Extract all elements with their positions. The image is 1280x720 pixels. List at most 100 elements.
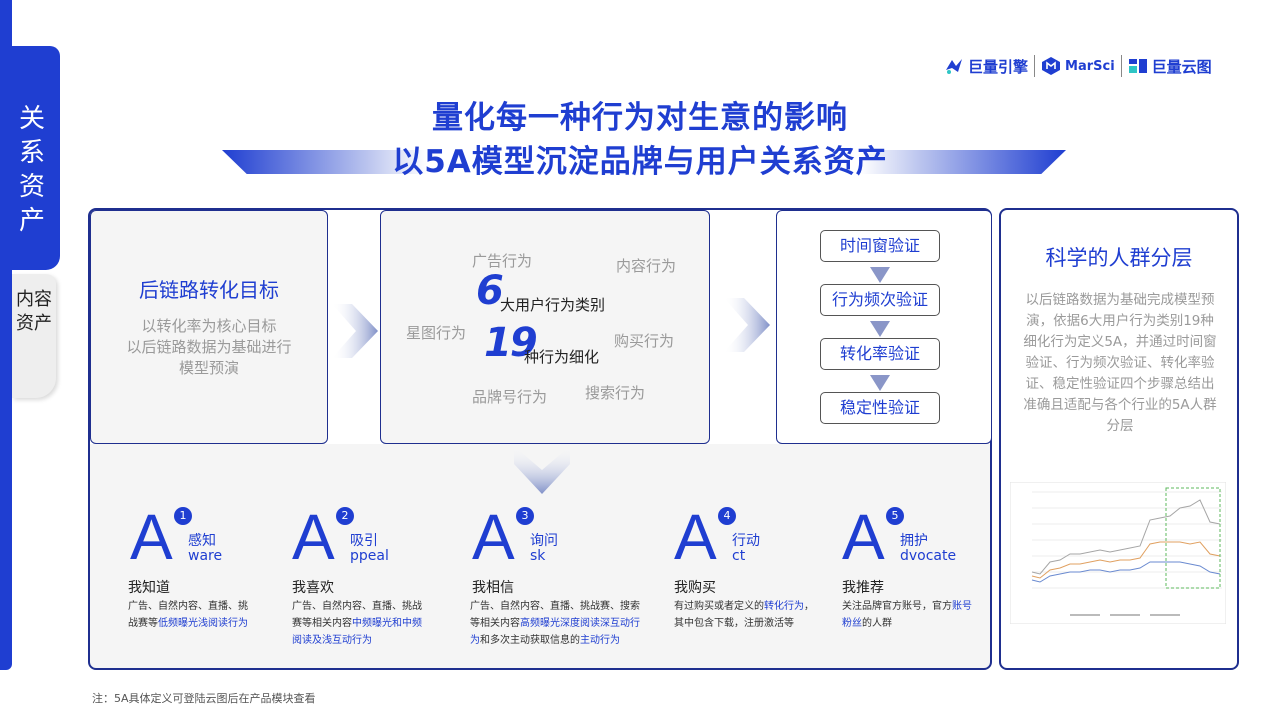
chevron-right-icon (332, 304, 378, 358)
title-decor-left (222, 150, 428, 174)
a-letter: A (472, 501, 515, 573)
a-desc-highlight: 低频曝光浅阅读行为 (158, 618, 248, 629)
a-heading: 我知道 (128, 580, 170, 596)
a-en-label: ppeal (350, 548, 389, 564)
detail-count-number: 19 (484, 320, 538, 366)
brand-logos: 巨量引擎 MarSci 巨量云图 (944, 52, 1212, 80)
target-text-line: 以后链路数据为基础进行 (126, 338, 292, 356)
chevron-right-icon (724, 298, 770, 352)
a-description: 广告、自然内容、直播、挑战 赛等相关内容中频曝光和中频 阅读及浅互动行为 (292, 598, 452, 649)
chevron-down-icon (514, 446, 570, 494)
a-desc-highlight: 中频曝光和中频 (352, 618, 422, 629)
logo-ocean-engine: 巨量引擎 (944, 56, 1028, 77)
a-description: 广告、自然内容、直播、挑战赛、搜索 等相关内容高频曝光深度阅读深互动行 为和多次… (470, 598, 640, 649)
yuntu-logo-icon (1128, 59, 1147, 73)
a-description: 关注品牌官方账号，官方账号 粉丝的人群 (842, 598, 982, 632)
behavior-count-number: 6 (476, 268, 504, 314)
behavior-card (380, 210, 710, 444)
a-number-badge: 1 (174, 507, 192, 525)
page-subtitle: 以5A模型沉淀品牌与用户关系资产 (392, 144, 888, 180)
target-text-line: 模型预演 (178, 359, 239, 377)
science-text: 以后链路数据为基础完成模型预演，依据6大用户行为类别19种细化行为定义5A，并通… (1023, 292, 1217, 434)
target-card (90, 210, 328, 444)
a-number-badge: 4 (718, 507, 736, 525)
a-desc-text: ， (804, 601, 814, 612)
a-desc-line: 其中包含下载，注册激活等 (674, 618, 794, 629)
a-letter: A (130, 501, 173, 573)
a-desc-line: 战赛等低频曝光浅阅读行为 (128, 615, 278, 632)
a-desc-line: 广告、自然内容、直播、挑 (128, 601, 248, 612)
behavior-content: 内容行为 (616, 257, 677, 275)
a-cn-label: 拥护 (900, 533, 928, 549)
a-desc-line: 广告、自然内容、直播、挑战 (292, 601, 422, 612)
logo-yuntu: 巨量云图 (1128, 56, 1212, 77)
a-desc-line: 有过购买或者定义的转化行为， (674, 598, 814, 615)
logo-marsci: MarSci (1041, 56, 1115, 76)
a-description: 广告、自然内容、直播、挑 战赛等低频曝光浅阅读行为 (128, 598, 278, 632)
a-desc-line: 粉丝的人群 (842, 615, 982, 632)
arrow-down-icon (870, 375, 890, 391)
a-desc-text: 战赛等 (128, 618, 158, 629)
a-desc-highlight: 转化行为 (764, 601, 804, 612)
a-heading: 我购买 (674, 580, 716, 596)
a-number-badge: 3 (516, 507, 534, 525)
nav-tab-label: 关系资产 (18, 104, 45, 236)
science-frame (999, 208, 1239, 670)
nav-tab-label: 内容资产 (16, 289, 52, 334)
logo-divider (1034, 55, 1036, 77)
step-conversion: 转化率验证 (820, 338, 940, 370)
a-en-label: ct (732, 548, 746, 564)
nav-tab-content-assets[interactable]: 内容资产 (12, 274, 56, 398)
behavior-star: 星图行为 (406, 324, 467, 342)
arrow-down-icon (870, 321, 890, 337)
footnote: 注：5A具体定义可登陆云图后在产品模块查看 (92, 692, 316, 705)
a-en-label: ware (188, 548, 223, 564)
nav-tab-relation-assets[interactable]: 关系资产 (0, 46, 60, 270)
a-cn-label: 行动 (732, 533, 760, 549)
a-desc-line: 等相关内容高频曝光深度阅读深互动行 (470, 615, 640, 632)
a-cn-label: 感知 (188, 533, 216, 549)
a-desc-text: 关注品牌官方账号，官方 (842, 601, 952, 612)
a-cn-label: 询问 (530, 533, 558, 549)
side-nav: 关系资产 内容资产 (0, 0, 60, 670)
ocean-engine-logo-icon (946, 59, 962, 74)
a-desc-text: 的人群 (862, 618, 892, 629)
step-time-window: 时间窗验证 (820, 230, 940, 262)
a-desc-text: 和多次主动获取信息的 (480, 635, 580, 646)
target-card-title: 后链路转化目标 (139, 278, 279, 302)
detail-count-label: 种行为细化 (524, 348, 600, 366)
logo-text: MarSci (1065, 58, 1115, 74)
a-heading: 我推荐 (842, 580, 884, 596)
a-desc-highlight: 主动行为 (580, 635, 620, 646)
title-decor-right (860, 150, 1066, 174)
target-card-text: 以转化率为核心目标 以后链路数据为基础进行 模型预演 (90, 316, 328, 379)
behavior-search: 搜索行为 (585, 384, 646, 402)
target-text-line: 以转化率为核心目标 (141, 317, 277, 335)
behavior-brand: 品牌号行为 (472, 388, 548, 406)
page-title: 量化每一种行为对生意的影响 (432, 100, 848, 136)
a-desc-highlight: 高频曝光深度阅读深互动行 (520, 618, 640, 629)
a-cn-label: 吸引 (350, 533, 378, 549)
mini-line-chart (1010, 482, 1226, 624)
marsci-logo-icon (1042, 57, 1061, 75)
behavior-count-label: 大用户行为类别 (500, 296, 606, 314)
science-title: 科学的人群分层 (1045, 246, 1193, 270)
a-heading: 我喜欢 (292, 580, 334, 596)
logo-divider (1120, 55, 1122, 77)
a-letter: A (842, 501, 885, 573)
a-desc-highlight: 阅读及浅互动行为 (292, 635, 372, 646)
a-number-badge: 2 (336, 507, 354, 525)
a-letter: A (292, 501, 335, 573)
a-number-badge: 5 (886, 507, 904, 525)
a-desc-text: 有过购买或者定义的 (674, 601, 764, 612)
a-desc-line: 广告、自然内容、直播、挑战赛、搜索 (470, 601, 640, 612)
a-heading: 我相信 (472, 580, 514, 596)
a-desc-text: 等相关内容 (470, 618, 520, 629)
step-stability: 稳定性验证 (820, 392, 940, 424)
a-desc-highlight: 为 (470, 635, 480, 646)
logo-text: 巨量云图 (1151, 57, 1212, 76)
behavior-buy: 购买行为 (614, 332, 675, 350)
step-frequency: 行为频次验证 (820, 284, 940, 316)
a-en-label: sk (530, 548, 546, 564)
behavior-ad: 广告行为 (472, 252, 533, 270)
